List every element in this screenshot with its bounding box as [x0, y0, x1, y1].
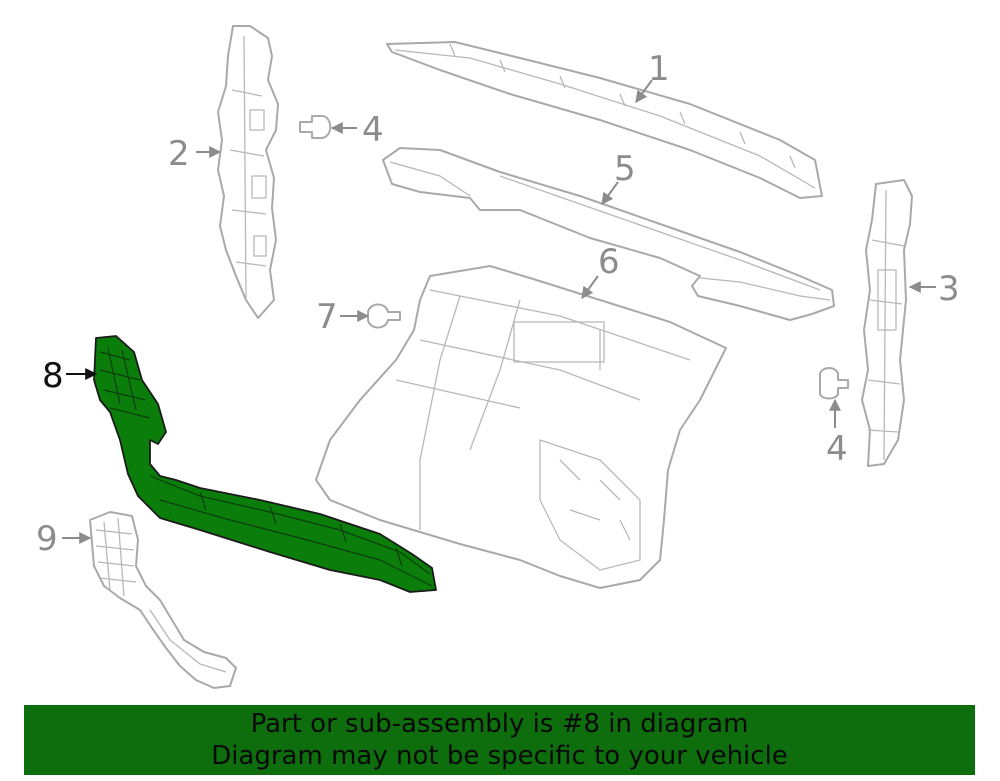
parts-diagram: 1 2 3 4 4 5 6 7 8 9: [36, 25, 960, 689]
part-8-lower-deflector-highlighted: [93, 335, 437, 593]
callout-8: 8: [42, 356, 64, 396]
callout-9: 9: [36, 519, 58, 559]
banner-line-2: Diagram may not be specific to your vehi…: [211, 741, 788, 771]
part-3-right-bracket: [861, 179, 913, 467]
callout-7: 7: [316, 297, 338, 337]
leader-lines: [62, 79, 936, 544]
part-4-clip-upper: [299, 115, 332, 139]
callout-4-upper: 4: [362, 110, 384, 150]
part-4-clip-lower: [819, 367, 849, 400]
part-1-upper-tie-bar: [386, 41, 823, 199]
part-5-air-deflector: [382, 147, 835, 321]
info-banner: Part or sub-assembly is #8 in diagram Di…: [24, 705, 975, 775]
banner-line-1: Part or sub-assembly is #8 in diagram: [250, 709, 749, 739]
part-7-push-pin: [367, 303, 401, 329]
part-6-air-guide: [315, 265, 727, 589]
callout-1: 1: [648, 49, 670, 89]
part-2-left-bracket: [217, 25, 279, 319]
callout-6: 6: [598, 242, 620, 282]
callout-4-lower: 4: [826, 429, 848, 469]
part-9-lower-bracket: [89, 511, 237, 689]
callout-5: 5: [614, 149, 636, 189]
callout-3: 3: [938, 269, 960, 309]
callout-2: 2: [168, 134, 190, 174]
